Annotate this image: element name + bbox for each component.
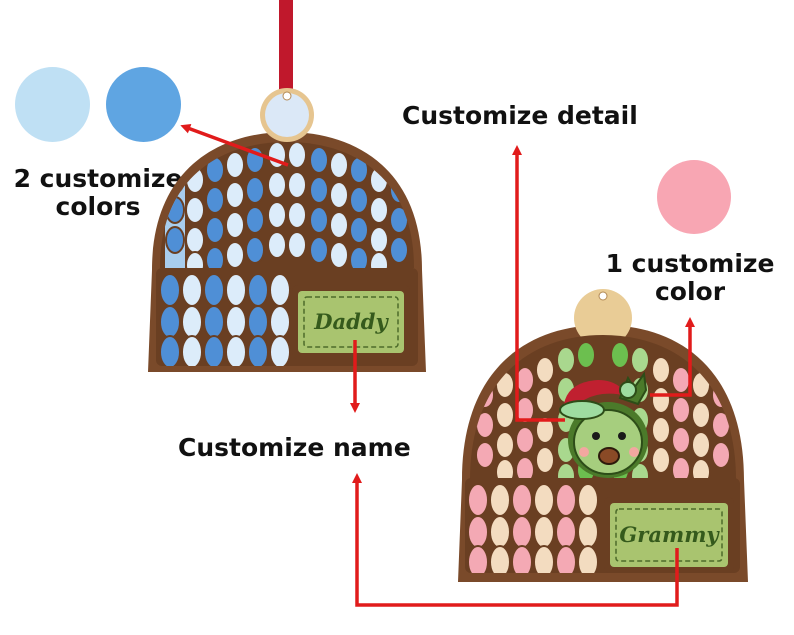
one-color-label: 1 customize color (600, 250, 780, 306)
arrow-from-grammy (352, 473, 679, 607)
right-name-plate: Grammy (604, 497, 734, 573)
two-colors-line-1: 2 customize (13, 164, 183, 193)
left-name-plate: Daddy (292, 285, 410, 359)
one-color-line-2: color (654, 277, 726, 306)
callout-arrows (180, 124, 695, 607)
arrow-to-color-label (650, 317, 695, 397)
right-hat-ornament: Grammy (458, 289, 748, 582)
left-ribbon (279, 0, 293, 110)
arrow-to-colors (180, 124, 289, 167)
arrow-to-detail-label (512, 145, 565, 422)
one-color-line-1: 1 customize (605, 249, 775, 278)
customize-detail-label: Customize detail (402, 101, 638, 130)
two-colors-line-2: colors (55, 192, 141, 221)
swatch-blue (106, 67, 181, 142)
customize-name-label: Customize name (178, 433, 411, 462)
right-pompom (574, 289, 632, 347)
right-name-text: Grammy (619, 522, 720, 547)
reindeer-detail (559, 371, 648, 478)
two-colors-label: 2 customize colors (8, 165, 188, 221)
left-crown-knit (160, 142, 414, 268)
left-hat-ornament: Daddy (148, 0, 426, 372)
left-name-text: Daddy (313, 309, 389, 334)
swatch-light-blue (15, 67, 90, 142)
swatch-pink (657, 160, 731, 234)
